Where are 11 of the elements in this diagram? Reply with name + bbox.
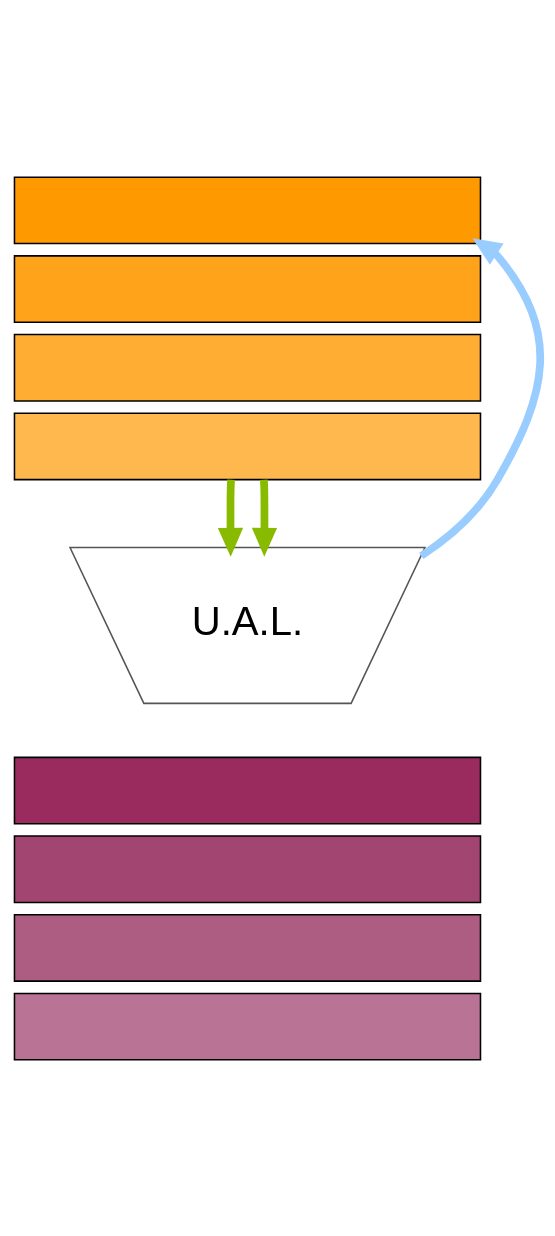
node-box [13,175,482,244]
node-box [13,412,482,480]
arrow [217,479,244,557]
node-box [13,834,482,903]
node-box [13,254,482,323]
arrow [251,479,278,557]
node-box [13,333,482,402]
node-box [13,756,482,824]
arrow [419,237,544,559]
node-box [13,992,482,1061]
node-box [13,913,482,982]
